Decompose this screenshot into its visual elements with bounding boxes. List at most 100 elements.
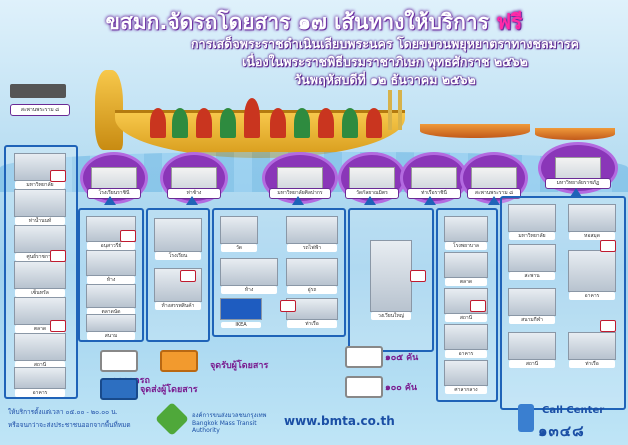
landmark-label: ห้างสรรพสินค้า bbox=[155, 302, 201, 310]
subtitle-line-2: เนื่องในพระราชพิธีบรมราชาภิเษก พุทธศักรา… bbox=[242, 54, 528, 69]
subtitle-line-3: วันพฤหัสบดีที่ ๑๒ ธันวาคม ๒๕๖๒ bbox=[294, 72, 476, 87]
legend-bus-white-icon bbox=[100, 350, 138, 372]
route-column-6: โรงพยาบาล ตลาด สถานี อาคาร ศาลากลาง bbox=[436, 208, 498, 402]
stop-circle[interactable]: ท่าเรือราชินี bbox=[400, 152, 468, 204]
route-column-3: โรงเรียน ห้างสรรพสินค้า bbox=[146, 208, 210, 342]
landmark-label: IKEA bbox=[221, 322, 261, 328]
org-name-english: Bangkok Mass Transit Authority bbox=[192, 420, 257, 434]
ikea-thumb[interactable]: IKEA bbox=[220, 298, 262, 328]
landmark-label: ห้าง bbox=[221, 286, 277, 294]
landmark-thumb[interactable]: สะพาน bbox=[508, 244, 556, 280]
landmark-label: สถานี bbox=[15, 361, 65, 369]
arrow-up-icon bbox=[424, 196, 436, 205]
barge-pavilion-icon bbox=[342, 108, 358, 138]
landmark-label: ท่าเรือ bbox=[287, 320, 337, 328]
stop-circle[interactable]: โรงเรียนราชินี bbox=[80, 152, 148, 204]
arrow-up-icon bbox=[186, 196, 198, 205]
escort-boat-icon bbox=[535, 128, 615, 140]
landmark-thumb[interactable]: ศาลากลาง bbox=[444, 360, 488, 394]
landmark-thumb[interactable]: สนาม bbox=[86, 314, 136, 340]
landmark-thumb[interactable]: อาคาร bbox=[14, 367, 66, 397]
landmark-thumb[interactable]: วัด bbox=[220, 216, 258, 252]
landmark-thumb[interactable]: โรงเรียน bbox=[154, 218, 202, 260]
website-link[interactable]: www.bmta.co.th bbox=[284, 414, 395, 428]
stop-circle[interactable]: มหาวิทยาลัยราชภัฏ bbox=[538, 142, 618, 194]
route-column-7: มหาวิทยาลัย หอสมุด สะพาน อาคาร สนามกีฬา … bbox=[500, 196, 626, 410]
bus-stop-icon bbox=[600, 320, 616, 332]
stop-circle[interactable]: ท่าช้าง bbox=[160, 152, 228, 204]
org-name: องค์การขนส่งมวลชนกรุงเทพ Bangkok Mass Tr… bbox=[192, 410, 282, 434]
barge-pavilion-icon bbox=[150, 108, 166, 138]
bus-stop-icon bbox=[50, 320, 66, 332]
bmta-logo-icon bbox=[155, 402, 189, 436]
barge-pavilion-icon bbox=[196, 108, 212, 138]
landmark-thumb[interactable]: โรงพยาบาล bbox=[444, 216, 488, 250]
legend-bus-orange-icon bbox=[160, 350, 198, 372]
pier-label: สะพานพระราม ๘ bbox=[10, 104, 70, 116]
barge-pavilion-icon bbox=[270, 108, 286, 138]
landmark-thumb[interactable]: ศูนย์ราชการ bbox=[14, 225, 66, 261]
landmark-thumb[interactable]: ท่าเรือ bbox=[286, 298, 338, 328]
arrow-up-icon bbox=[292, 196, 304, 205]
bus-stop-icon bbox=[50, 250, 66, 262]
landmark-label: หอสมุด bbox=[569, 232, 615, 240]
landmark-thumb[interactable]: ตลาดนัด bbox=[86, 284, 136, 316]
monument-thumb[interactable]: วงเวียนใหญ่ bbox=[370, 240, 412, 320]
landmark-label: ตลาดนัด bbox=[87, 308, 135, 316]
barge-pavilion-icon bbox=[294, 108, 310, 138]
landmark-thumb[interactable]: หอสมุด bbox=[568, 204, 616, 240]
landmark-label: ตลาด bbox=[445, 278, 487, 286]
landmark-thumb[interactable]: อาคาร bbox=[444, 324, 488, 358]
legend-route-b-count: ๑๐๐ คัน bbox=[385, 383, 418, 393]
legend-bus-route-b-icon bbox=[345, 376, 383, 398]
escort-boat-icon bbox=[420, 124, 530, 138]
landmark-label: สนามกีฬา bbox=[509, 316, 555, 324]
route-column-1: มหาวิทยาลัย ท่าน้ำนนท์ ศูนย์ราชการ เซ็นท… bbox=[4, 145, 78, 399]
stop-circle[interactable]: มหาวิทยาลัยศิลปากร bbox=[262, 152, 338, 204]
landmark-label: สถานี bbox=[445, 314, 487, 322]
phone-icon bbox=[518, 404, 534, 432]
landmark-thumb[interactable]: ห้างสรรพสินค้า bbox=[154, 268, 202, 310]
landmark-thumb[interactable]: ห้าง bbox=[86, 250, 136, 284]
landmark-label: อาคาร bbox=[15, 389, 65, 397]
landmark-thumb[interactable]: ท่าน้ำนนท์ bbox=[14, 189, 66, 225]
landmark-label: เซ็นทรัล bbox=[15, 289, 65, 297]
bus-stop-icon bbox=[410, 270, 426, 282]
landmark-thumb[interactable]: อาคาร bbox=[568, 250, 616, 300]
landmark-thumb[interactable]: สถานี bbox=[508, 332, 556, 368]
org-name-thai: องค์การขนส่งมวลชนกรุงเทพ bbox=[192, 412, 267, 419]
barge-pavilion-icon bbox=[318, 108, 334, 138]
barge-pavilion-icon bbox=[220, 108, 236, 138]
service-hours-note: ให้บริการตั้งแต่เวลา ๐๕.๐๐ - ๒๐.๐๐ น. bbox=[8, 408, 118, 416]
arrow-up-icon bbox=[488, 196, 500, 205]
route-column-4: วัด รถไฟฟ้า ห้าง อู่รถ IKEA ท่าเรือ bbox=[212, 208, 346, 337]
landmark-label: สถานี bbox=[509, 360, 555, 368]
legend-bus-route-a-icon bbox=[345, 346, 383, 368]
bus-stop-icon bbox=[600, 240, 616, 252]
landmark-thumb[interactable]: รถไฟฟ้า bbox=[286, 216, 338, 252]
landmark-thumb[interactable]: ตลาด bbox=[444, 252, 488, 286]
flag-icon bbox=[388, 90, 392, 130]
legend-dropoff-label: จุดส่งผู้โดยสาร bbox=[140, 385, 198, 395]
landmark-thumb[interactable]: เซ็นทรัล bbox=[14, 261, 66, 297]
landmark-thumb[interactable]: อู่รถ bbox=[286, 258, 338, 294]
subtitle-line-1: การเสด็จพระราชดำเนินเลียบพระนคร โดยขบวนพ… bbox=[191, 36, 579, 51]
landmark-thumb[interactable]: มหาวิทยาลัย bbox=[508, 204, 556, 240]
landmark-label: ศูนย์ราชการ bbox=[15, 253, 65, 261]
landmark-label: ตลาด bbox=[15, 325, 65, 333]
stop-circle[interactable]: วัดกัลยาณมิตร bbox=[338, 152, 406, 204]
landmark-label: อาคาร bbox=[445, 350, 487, 358]
arrow-up-icon bbox=[570, 188, 582, 197]
landmark-label: ศาลากลาง bbox=[445, 386, 487, 394]
route-column-2: อนุสาวรีย์ ห้าง ตลาดนัด สนาม bbox=[78, 208, 144, 342]
landmark-label: สนาม bbox=[87, 332, 135, 340]
landmark-thumb[interactable]: ห้าง bbox=[220, 258, 278, 294]
landmark-label: อาคาร bbox=[569, 292, 615, 300]
landmark-thumb[interactable]: สถานี bbox=[14, 333, 66, 369]
legend-pickup-label: จุดรับผู้โดยสาร bbox=[210, 361, 269, 371]
landmark-thumb[interactable]: ท่าเรือ bbox=[568, 332, 616, 368]
call-center-label: Call Center bbox=[542, 405, 605, 416]
landmark-thumb[interactable]: สนามกีฬา bbox=[508, 288, 556, 324]
call-center-number[interactable]: ๑๓๔๘ bbox=[538, 422, 585, 440]
barge-pavilion-icon bbox=[366, 108, 382, 138]
